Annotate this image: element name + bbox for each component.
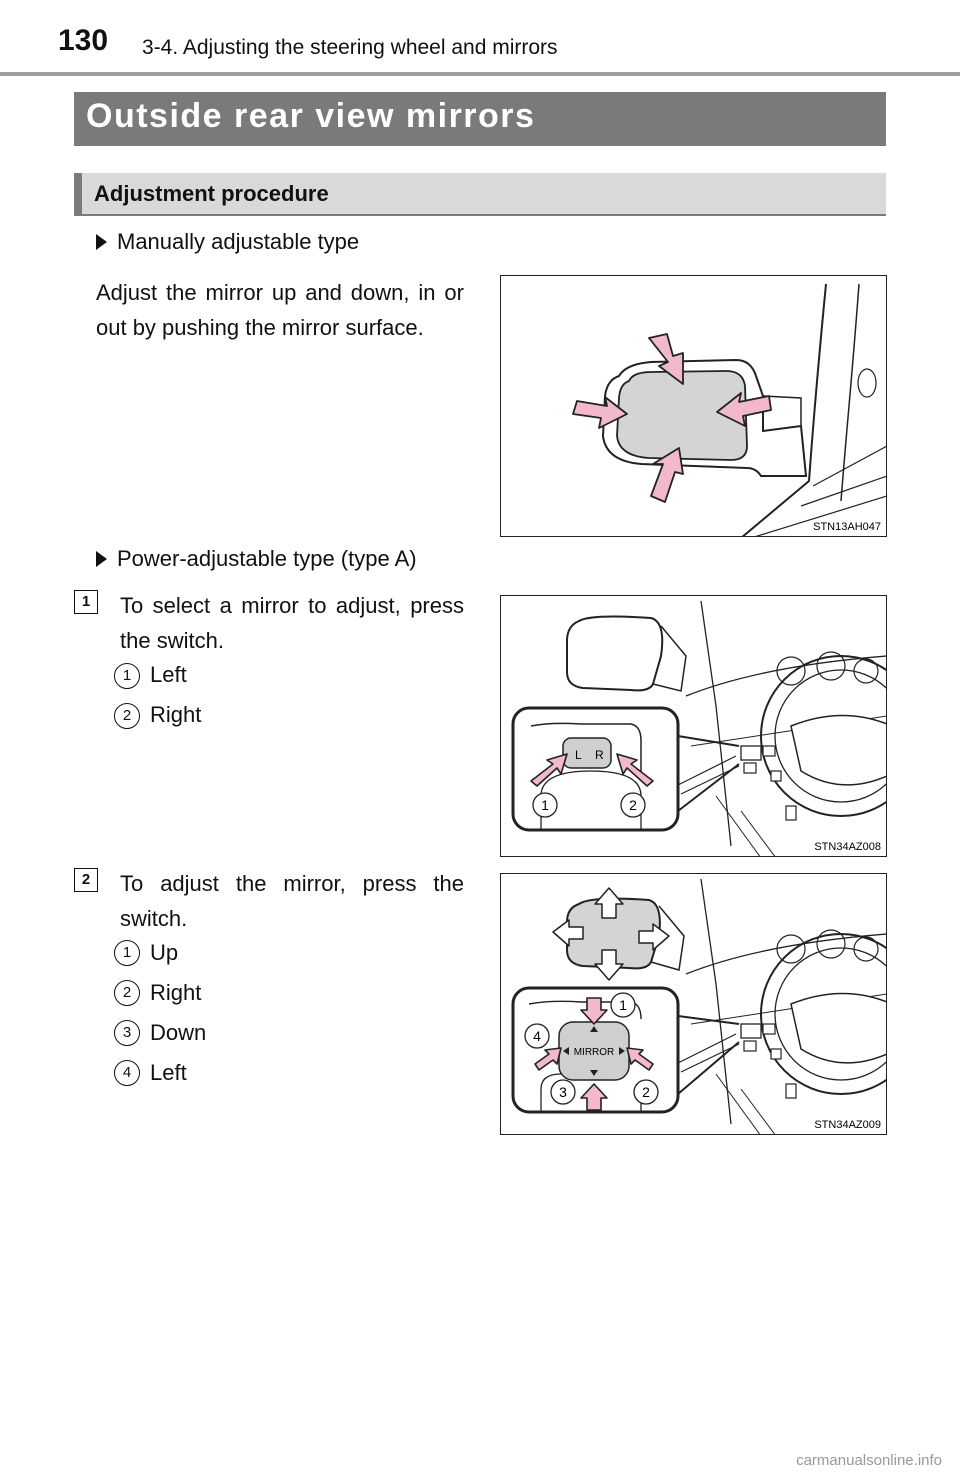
step-2-item-3-number: 3 (114, 1020, 140, 1046)
step-1-item-2-label: Right (150, 702, 202, 727)
step-1-text: To select a mirror to adjust, press the … (120, 593, 464, 653)
watermark: carmanualsonline.info (796, 1452, 942, 1469)
callout-down: 3 (559, 1084, 567, 1100)
callout-1: 1 (541, 797, 549, 813)
step-1-item-1-label: Left (150, 662, 187, 687)
step-2-item-4-number: 4 (114, 1060, 140, 1086)
figure-mirror-select-switch: L R 1 2 STN34AZ008 (500, 595, 887, 857)
callout-up: 1 (619, 997, 627, 1013)
figure-mirror-adjust-switch: MIRROR 1 2 3 4 STN34AZ009 (500, 873, 887, 1135)
step-2-item-2-number: 2 (114, 980, 140, 1006)
subsection-rule (74, 214, 886, 216)
figure-code-3: STN34AZ009 (814, 1119, 881, 1131)
select-switch-illustration: L R 1 2 STN34AZ008 (511, 600, 886, 856)
triangle-bullet-icon (96, 234, 107, 250)
header-rule (0, 72, 960, 76)
adjust-switch-illustration: MIRROR 1 2 3 4 STN34AZ009 (511, 878, 886, 1134)
switch-label-l: L (575, 748, 582, 762)
step-2-item-3-label: Down (150, 1020, 207, 1045)
page-title: Outside rear view mirrors (86, 97, 536, 135)
running-header: 3-4. Adjusting the steering wheel and mi… (142, 36, 558, 59)
step-1-item-1-number: 1 (114, 663, 140, 689)
step-1-item-2-number: 2 (114, 703, 140, 729)
step-2-item-4-label: Left (150, 1060, 187, 1085)
figure-code-1: STN13AH047 (813, 521, 881, 533)
figure-manual-mirror: STN13AH047 (500, 275, 887, 537)
subsection-band (74, 173, 886, 214)
step-2-item-2-label: Right (150, 980, 202, 1005)
callout-right: 2 (642, 1084, 650, 1100)
power-heading: Power-adjustable type (type A) (96, 541, 417, 576)
step-2-item-1-number: 1 (114, 940, 140, 966)
manual-mirror-illustration: STN13AH047 (572, 283, 886, 536)
manual-heading: Manually adjustable type (96, 224, 359, 259)
mirror-switch-label: MIRROR (574, 1047, 615, 1058)
step-2-item-1-label: Up (150, 940, 179, 965)
triangle-bullet-icon (96, 551, 107, 567)
step-1-badge: 1 (74, 590, 98, 614)
step-2-text: To adjust the mirror, press the switch. (120, 871, 464, 931)
figure-code-2: STN34AZ008 (814, 841, 881, 853)
page-number: 130 (58, 24, 109, 57)
callout-left: 4 (533, 1028, 541, 1044)
callout-2: 2 (629, 797, 637, 813)
title-band (74, 92, 886, 146)
manual-text: Adjust the mirror up and down, in or out… (96, 280, 464, 340)
switch-label-r: R (595, 748, 604, 762)
step-2-badge: 2 (74, 868, 98, 892)
subsection-title: Adjustment procedure (94, 181, 329, 206)
